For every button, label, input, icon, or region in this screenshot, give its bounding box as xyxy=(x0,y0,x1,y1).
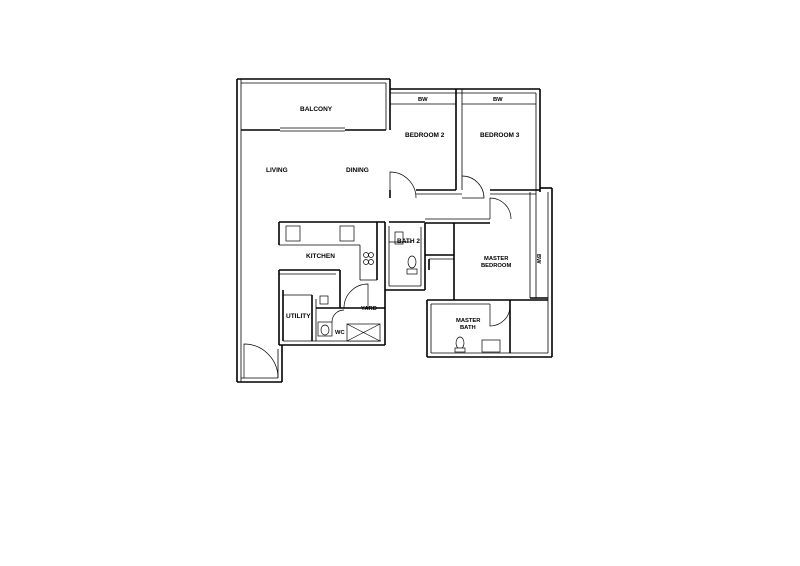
label-bedroom-2: BEDROOM 2 xyxy=(405,132,445,139)
label-utility: UTILITY xyxy=(286,313,311,320)
master-bath-fixtures xyxy=(454,336,501,353)
label-master-bath-2: BATH xyxy=(460,325,476,331)
kitchen-walls xyxy=(278,221,454,291)
label-master-bedroom-2: BEDROOM xyxy=(481,263,511,269)
label-dining: DINING xyxy=(346,167,369,174)
label-bath-2: BATH 2 xyxy=(397,238,420,245)
room-labels: BALCONY LIVING DINING BW BW BEDROOM 2 BE… xyxy=(266,97,541,336)
label-kitchen: KITCHEN xyxy=(306,253,335,260)
doors xyxy=(243,171,512,379)
label-bedroom-3: BEDROOM 3 xyxy=(480,132,520,139)
service-area-walls xyxy=(278,269,386,346)
label-bw-master: BW xyxy=(535,254,541,264)
bedroom-walls xyxy=(389,88,541,198)
label-living: LIVING xyxy=(266,167,288,174)
label-master-bath-1: MASTER xyxy=(456,318,481,324)
master-bedroom-walls xyxy=(425,187,553,358)
label-bw-bedroom2: BW xyxy=(418,97,428,103)
label-bw-bedroom3: BW xyxy=(493,97,503,103)
label-yard: YARD xyxy=(361,306,377,312)
label-wc: WC xyxy=(335,330,345,336)
label-balcony: BALCONY xyxy=(300,106,333,113)
label-master-bedroom-1: MASTER xyxy=(484,256,509,262)
